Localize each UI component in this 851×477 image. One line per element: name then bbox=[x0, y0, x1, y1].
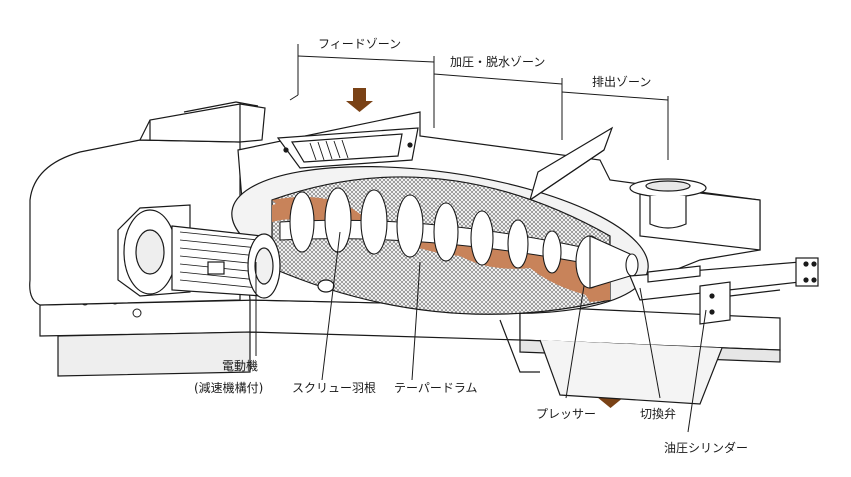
base-frame bbox=[39, 299, 781, 405]
press-dewater-zone-label: 加圧・脱水ゾーン bbox=[450, 54, 545, 69]
feed-arrow-icon bbox=[346, 88, 373, 112]
tapered-drum bbox=[271, 176, 639, 315]
presser bbox=[575, 235, 639, 289]
leader-lines bbox=[255, 231, 707, 433]
feed-zone-label: フィードゾーン bbox=[318, 37, 401, 51]
motor-reducer-label: (減速機構付) bbox=[194, 380, 263, 395]
motor-label: 電動機 bbox=[222, 358, 258, 373]
zone-dimension-lines bbox=[289, 44, 669, 160]
discharge-zone-label: 排出ゾーン bbox=[592, 75, 651, 89]
hydraulic-cylinder bbox=[629, 257, 819, 325]
presser-label: プレッサー bbox=[536, 407, 596, 421]
screw-blades bbox=[289, 187, 562, 274]
hydraulic-cylinder-label: 油圧シリンダー bbox=[664, 440, 748, 455]
switch-valve-label: 切換弁 bbox=[640, 406, 676, 421]
screw-blade-label: スクリュー羽根 bbox=[292, 381, 376, 395]
tapered-drum-label: テーパードラム bbox=[394, 381, 478, 395]
